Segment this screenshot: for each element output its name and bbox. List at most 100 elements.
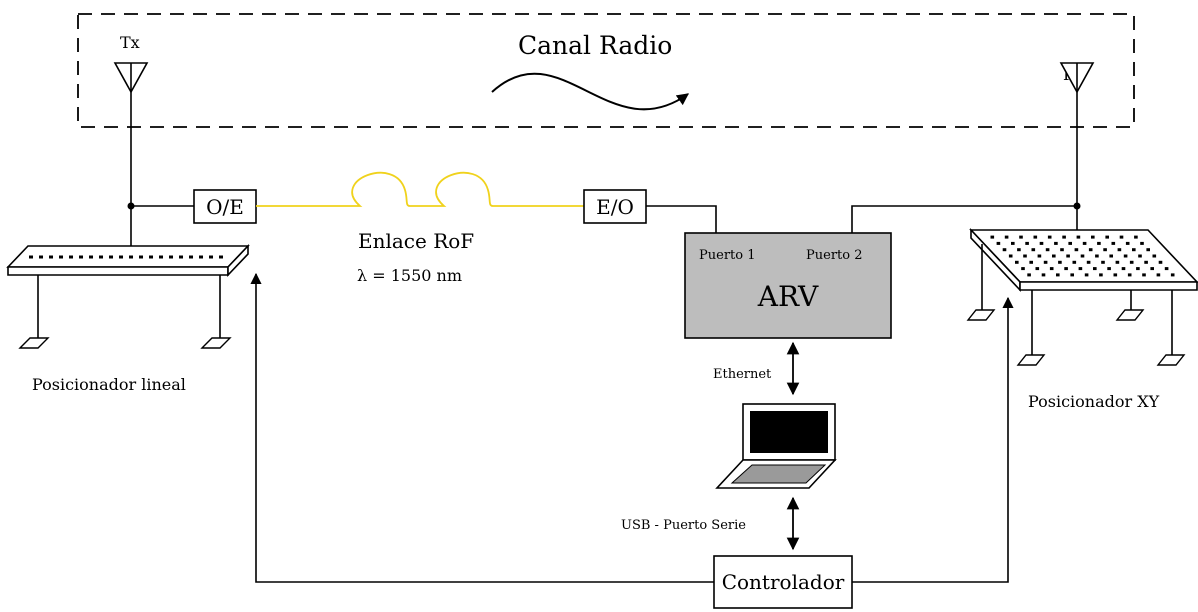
xy-grid-dot [1117, 248, 1122, 252]
xy-grid-dot [1021, 267, 1025, 271]
xy-grid-dot [990, 235, 995, 239]
controller: Controlador [713, 555, 853, 609]
tx-antenna: Tx [113, 33, 149, 246]
xy-grid-dot [1107, 267, 1111, 271]
arv-label: ARV [757, 280, 819, 313]
xy-grid-dot [1099, 273, 1103, 277]
usb-serial-link: USB - Puerto Serie [621, 496, 800, 551]
xy-grid-dot [1101, 260, 1105, 264]
xy-grid-dot [1004, 235, 1009, 239]
arv-analyzer: Puerto 1 Puerto 2 ARV [684, 232, 892, 339]
xy-grid-dot [1056, 273, 1060, 277]
linear-positioner-label: Posicionador lineal [32, 375, 186, 394]
xy-grid-dot [1086, 260, 1091, 264]
radio-channel-label: Canal Radio [518, 31, 672, 60]
xy-grid-dot [1037, 254, 1042, 258]
ethernet-label: Ethernet [713, 367, 772, 382]
xy-grid-dot [1119, 235, 1124, 239]
xy-grid-dot [1027, 273, 1031, 277]
xy-grid-dot [1023, 254, 1027, 258]
xy-grid-dot [1076, 235, 1081, 239]
rof-fiber-link: Enlace RoF λ = 1550 nm [256, 171, 584, 285]
xy-grid-dot [1115, 260, 1120, 264]
xy-grid-dot [1156, 273, 1161, 277]
xy-grid-dot [1084, 273, 1089, 277]
tx-label: Tx [120, 33, 140, 52]
xy-grid-dot [1138, 254, 1142, 258]
xy-grid-dot [1123, 254, 1128, 258]
control-line-linear [250, 272, 714, 583]
xy-grid-dot [1019, 235, 1023, 239]
xy-grid-dot [1066, 254, 1070, 258]
xy-grid-dot [1152, 254, 1157, 258]
oe-converter: O/E [193, 189, 257, 224]
xy-grid-dot [1045, 248, 1050, 252]
linear-positioner: Posicionador lineal [6, 244, 250, 394]
xy-grid-dot [1017, 248, 1021, 252]
wavelength-label: λ = 1550 nm [357, 266, 462, 285]
xy-grid-dot [1140, 241, 1144, 245]
fiber-line [256, 171, 584, 207]
xy-grid-dot [1095, 254, 1099, 258]
xy-grid-dot [1134, 235, 1138, 239]
xy-grid-dots [990, 235, 1175, 277]
xy-grid-dot [1015, 260, 1019, 264]
xy-grid-dot [1111, 241, 1116, 245]
xy-grid-dot [1072, 260, 1077, 264]
radio-channel: Canal Radio [77, 13, 1135, 128]
usb-serial-label: USB - Puerto Serie [621, 518, 746, 533]
xy-grid-dot [1088, 248, 1093, 252]
xy-grid-dot [1091, 235, 1095, 239]
eo-converter: E/O [583, 189, 647, 224]
xy-grid-dot [1070, 273, 1074, 277]
xy-grid-dot [1062, 235, 1066, 239]
xy-grid-dot [1058, 260, 1062, 264]
oe-label: O/E [206, 195, 244, 219]
xy-grid-dot [1082, 241, 1087, 245]
arv-port2-label: Puerto 2 [806, 248, 862, 263]
xy-grid-dot [1097, 241, 1101, 245]
xy-grid-dot [1132, 248, 1136, 252]
radio-wave-arrow [491, 72, 689, 111]
xy-grid-dot [996, 241, 1001, 245]
xy-grid-dot [1093, 267, 1097, 271]
xy-grid-dot [1025, 241, 1029, 245]
radio-channel-boundary [77, 13, 1135, 128]
xy-grid-dot [1136, 267, 1140, 271]
xy-grid-dot [1054, 241, 1058, 245]
control-line-xy [852, 296, 1014, 583]
xy-grid-dot [1125, 241, 1130, 245]
xy-grid-dot [1080, 254, 1085, 258]
laptop-icon [715, 403, 837, 489]
rof-label: Enlace RoF [358, 229, 474, 253]
controller-label: Controlador [722, 570, 845, 594]
xy-grid-dot [1008, 254, 1013, 258]
xy-grid-dot [1164, 267, 1169, 271]
xy-positioner-label: Posicionador XY [1028, 392, 1160, 411]
xy-grid-dot [1158, 260, 1163, 264]
xy-grid-dot [1103, 248, 1107, 252]
eo-label: E/O [596, 195, 634, 219]
xy-grid-dot [1113, 273, 1118, 277]
xy-grid-dot [1029, 260, 1033, 264]
laptop-screen [750, 411, 828, 453]
xy-grid-dot [1068, 241, 1072, 245]
xy-grid-dot [1146, 248, 1150, 252]
xy-grid-dot [1031, 248, 1036, 252]
xy-grid-dot [1170, 273, 1175, 277]
xy-grid-dot [1039, 241, 1044, 245]
xy-grid-dot [1011, 241, 1015, 245]
rx-antenna: Rx [1059, 62, 1095, 248]
xy-grid-dot [1064, 267, 1068, 271]
xy-grid-dot [1121, 267, 1126, 271]
xy-grid-dot [1047, 235, 1052, 239]
xy-grid-dot [1002, 248, 1007, 252]
xy-grid-dot [1043, 260, 1048, 264]
xy-grid-dot [1129, 260, 1134, 264]
xy-grid-dot [1127, 273, 1132, 277]
xy-grid-dot [1060, 248, 1064, 252]
xy-grid-dot [1049, 267, 1054, 271]
xy-grid-dot [1052, 254, 1056, 258]
xy-grid-dot [1035, 267, 1040, 271]
